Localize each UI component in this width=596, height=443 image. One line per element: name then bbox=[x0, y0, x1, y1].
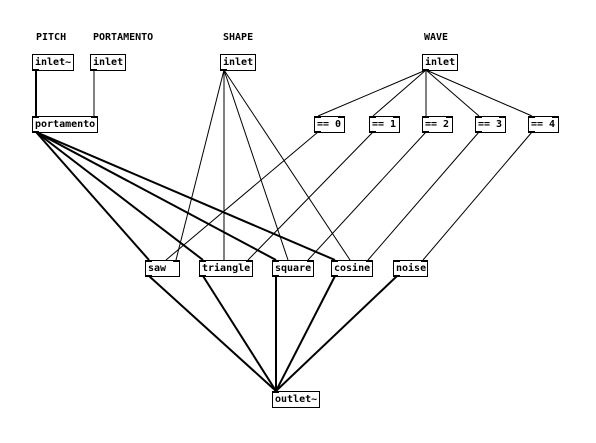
equals-1-inlet-right[interactable] bbox=[393, 116, 400, 118]
cord-portamento-to-cosine[interactable] bbox=[35, 131, 336, 261]
portamento-object[interactable]: portamento bbox=[32, 116, 98, 133]
triangle-object[interactable]: triangle bbox=[199, 260, 253, 277]
square-text: square bbox=[275, 263, 312, 274]
equals-0-inlet-left[interactable] bbox=[314, 116, 321, 118]
equals-2-object[interactable]: == 2 bbox=[422, 116, 453, 133]
equals-3-object[interactable]: == 3 bbox=[475, 116, 506, 133]
label-portamento: PORTAMENTO bbox=[93, 32, 154, 43]
cosine-inlet-left[interactable] bbox=[331, 260, 338, 262]
equals-0-inlet-right[interactable] bbox=[338, 116, 345, 118]
square-outlet[interactable] bbox=[272, 275, 279, 277]
noise-text: noise bbox=[396, 263, 427, 274]
inlet-pitch-text: inlet~ bbox=[35, 57, 72, 68]
outlet-inlet[interactable] bbox=[272, 391, 279, 393]
cord-eq0-to-saw[interactable] bbox=[165, 131, 319, 261]
inlet-wave-object[interactable]: inlet bbox=[422, 54, 458, 71]
inlet-wave-outlet[interactable] bbox=[422, 69, 429, 71]
saw-text: saw bbox=[148, 263, 167, 274]
equals-2-inlet-right[interactable] bbox=[446, 116, 453, 118]
inlet-shape-outlet[interactable] bbox=[220, 69, 227, 71]
inlet-portamento-object[interactable]: inlet bbox=[90, 54, 126, 71]
triangle-inlet-right[interactable] bbox=[246, 260, 253, 262]
cord-triangle-to-outlet[interactable] bbox=[202, 275, 277, 392]
inlet-pitch-outlet[interactable] bbox=[32, 69, 39, 71]
cosine-object[interactable]: cosine bbox=[331, 260, 373, 277]
equals-4-text: == 4 bbox=[531, 119, 556, 130]
cord-cosine-to-outlet[interactable] bbox=[275, 275, 336, 392]
equals-3-outlet[interactable] bbox=[475, 131, 482, 133]
saw-inlet-right[interactable] bbox=[173, 260, 180, 262]
cord-eq1-to-triangle[interactable] bbox=[247, 131, 374, 261]
equals-0-text: == 0 bbox=[317, 119, 342, 130]
equals-4-inlet-left[interactable] bbox=[528, 116, 535, 118]
square-object[interactable]: square bbox=[272, 260, 314, 277]
noise-inlet-left[interactable] bbox=[393, 260, 400, 262]
cosine-text: cosine bbox=[334, 263, 371, 274]
equals-2-text: == 2 bbox=[425, 119, 450, 130]
equals-1-object[interactable]: == 1 bbox=[369, 116, 400, 133]
equals-1-inlet-left[interactable] bbox=[369, 116, 376, 118]
inlet-portamento-outlet[interactable] bbox=[90, 69, 97, 71]
outlet-object[interactable]: outlet~ bbox=[272, 391, 320, 408]
equals-0-outlet[interactable] bbox=[314, 131, 321, 133]
portamento-inlet-right[interactable] bbox=[91, 116, 98, 118]
inlet-shape-text: inlet bbox=[223, 57, 254, 68]
equals-4-inlet-right[interactable] bbox=[552, 116, 559, 118]
noise-outlet[interactable] bbox=[393, 275, 400, 277]
outlet-text: outlet~ bbox=[275, 394, 318, 405]
inlet-portamento-text: inlet bbox=[93, 57, 124, 68]
cosine-outlet[interactable] bbox=[331, 275, 338, 277]
label-wave: WAVE bbox=[424, 32, 449, 43]
equals-4-outlet[interactable] bbox=[528, 131, 535, 133]
inlet-pitch-object[interactable]: inlet~ bbox=[32, 54, 74, 71]
equals-1-outlet[interactable] bbox=[369, 131, 376, 133]
cord-wave-to-eq1[interactable] bbox=[372, 69, 427, 117]
cord-wave-to-eq0[interactable] bbox=[317, 69, 427, 117]
square-inlet-right[interactable] bbox=[307, 260, 314, 262]
cord-eq4-to-noise[interactable] bbox=[422, 131, 533, 261]
cord-portamento-to-saw[interactable] bbox=[35, 131, 150, 261]
cord-shape-to-cosine[interactable] bbox=[223, 69, 351, 261]
triangle-text: triangle bbox=[202, 263, 251, 274]
label-pitch: PITCH bbox=[36, 32, 67, 43]
cord-shape-to-saw[interactable] bbox=[175, 69, 225, 261]
inlet-wave-text: inlet bbox=[425, 57, 456, 68]
portamento-inlet-left[interactable] bbox=[32, 116, 39, 118]
triangle-inlet-left[interactable] bbox=[199, 260, 206, 262]
square-inlet-left[interactable] bbox=[272, 260, 279, 262]
cord-portamento-to-square[interactable] bbox=[35, 131, 277, 261]
cord-eq2-to-square[interactable] bbox=[307, 131, 427, 261]
equals-3-inlet-left[interactable] bbox=[475, 116, 482, 118]
cord-saw-to-outlet[interactable] bbox=[148, 275, 277, 392]
equals-0-object[interactable]: == 0 bbox=[314, 116, 345, 133]
equals-3-text: == 3 bbox=[478, 119, 503, 130]
cord-shape-to-square[interactable] bbox=[223, 69, 289, 261]
cord-wave-to-eq3[interactable] bbox=[425, 69, 480, 117]
cord-wave-to-eq4[interactable] bbox=[425, 69, 533, 117]
inlet-shape-object[interactable]: inlet bbox=[220, 54, 256, 71]
label-shape: SHAPE bbox=[223, 32, 254, 43]
portamento-outlet[interactable] bbox=[32, 131, 39, 133]
saw-object[interactable]: saw bbox=[145, 260, 180, 277]
cord-portamento-to-triangle[interactable] bbox=[35, 131, 204, 261]
saw-outlet[interactable] bbox=[145, 275, 152, 277]
cosine-inlet-right[interactable] bbox=[366, 260, 373, 262]
cord-noise-to-outlet[interactable] bbox=[275, 275, 398, 392]
triangle-outlet[interactable] bbox=[199, 275, 206, 277]
equals-1-text: == 1 bbox=[372, 119, 397, 130]
equals-2-outlet[interactable] bbox=[422, 131, 429, 133]
noise-object[interactable]: noise bbox=[393, 260, 428, 277]
portamento-text: portamento bbox=[35, 119, 96, 130]
equals-3-inlet-right[interactable] bbox=[499, 116, 506, 118]
equals-4-object[interactable]: == 4 bbox=[528, 116, 559, 133]
equals-2-inlet-left[interactable] bbox=[422, 116, 429, 118]
noise-inlet-right[interactable] bbox=[421, 260, 428, 262]
cord-eq3-to-cosine[interactable] bbox=[367, 131, 480, 261]
saw-inlet-left[interactable] bbox=[145, 260, 152, 262]
